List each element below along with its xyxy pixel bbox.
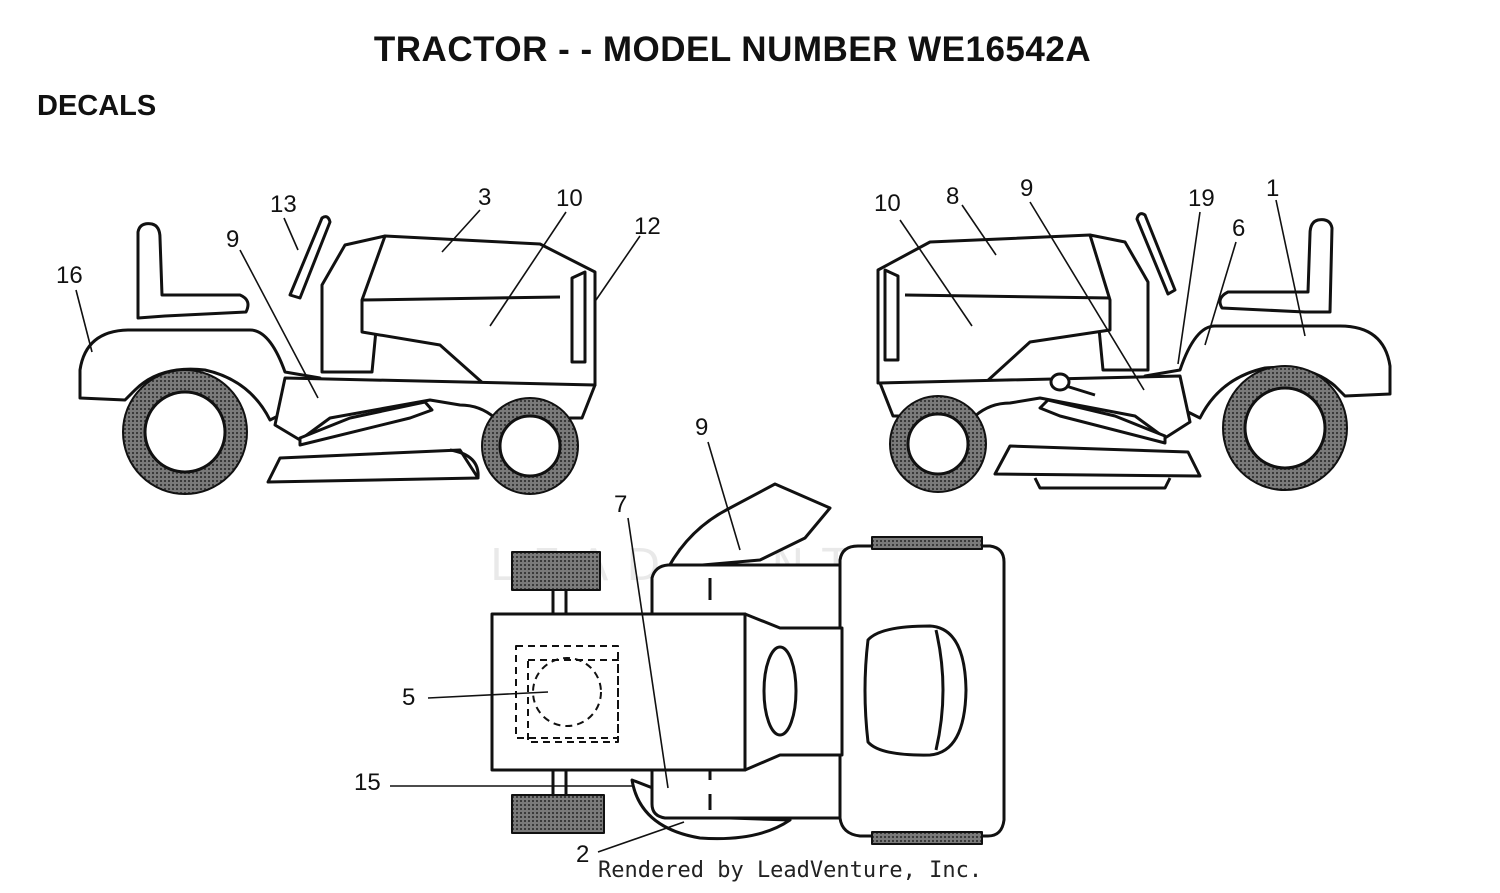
right-leader-lines bbox=[899, 199, 1306, 391]
control-lever bbox=[1065, 384, 1096, 397]
right-rear-tire bbox=[1222, 365, 1348, 491]
footer-credit: Rendered by LeadVenture, Inc. bbox=[598, 858, 983, 883]
callout-2: 2 bbox=[576, 841, 589, 868]
callout-8: 8 bbox=[946, 183, 959, 210]
footrest bbox=[298, 400, 434, 447]
deck-outline bbox=[630, 778, 792, 841]
section-heading: DECALS bbox=[37, 90, 157, 122]
callout-labels: 16 13 9 3 10 12 10 8 9 19 6 1 9 7 5 15 2 bbox=[56, 175, 1279, 868]
tractor-top-view bbox=[490, 482, 1006, 845]
discharge-chute bbox=[666, 482, 832, 570]
hood-oval-inner bbox=[934, 629, 945, 751]
callout-13: 13 bbox=[270, 191, 297, 218]
dash-tower bbox=[1088, 233, 1150, 372]
left-leader-lines bbox=[75, 209, 641, 399]
callout-9-top: 9 bbox=[695, 414, 708, 441]
callout-3: 3 bbox=[478, 184, 491, 211]
hood bbox=[876, 233, 1112, 385]
mower-deck bbox=[266, 448, 480, 484]
callout-9-right: 9 bbox=[1020, 175, 1033, 202]
callout-7: 7 bbox=[614, 491, 627, 518]
callout-15: 15 bbox=[354, 769, 381, 796]
left-rear-tire bbox=[122, 369, 248, 495]
callout-16: 16 bbox=[56, 262, 83, 289]
top-right-tire bbox=[511, 794, 605, 834]
steering-wheel bbox=[288, 215, 332, 300]
seat bbox=[136, 222, 250, 320]
seat-outline-dashed-2 bbox=[527, 659, 619, 743]
deck-chute bbox=[449, 448, 480, 479]
page-title: TRACTOR - - MODEL NUMBER WE16542A bbox=[373, 30, 1092, 69]
top-leader-lines bbox=[390, 441, 741, 853]
control-knob bbox=[1049, 372, 1071, 392]
steering-wheel bbox=[1135, 212, 1177, 296]
left-front-tire bbox=[481, 397, 579, 495]
tractor-left-side-view bbox=[78, 215, 597, 484]
hood bbox=[360, 234, 597, 387]
callout-1: 1 bbox=[1266, 175, 1279, 202]
callout-6: 6 bbox=[1232, 215, 1245, 242]
callout-5: 5 bbox=[402, 684, 415, 711]
callout-9-left: 9 bbox=[226, 226, 239, 253]
footrest bbox=[1038, 398, 1167, 445]
front-tire-top bbox=[871, 536, 983, 550]
callout-19: 19 bbox=[1188, 185, 1215, 212]
fuel-cap-dashed bbox=[532, 657, 602, 727]
mower-deck bbox=[993, 444, 1202, 478]
front-grille bbox=[883, 268, 900, 362]
seat bbox=[1218, 218, 1334, 314]
front-tire-bottom bbox=[871, 831, 983, 845]
right-front-tire bbox=[889, 395, 987, 493]
front-grille bbox=[570, 270, 587, 364]
callout-10-left: 10 bbox=[556, 185, 583, 212]
callout-10-right: 10 bbox=[874, 190, 901, 217]
callout-12: 12 bbox=[634, 213, 661, 240]
hood-oval bbox=[863, 624, 968, 757]
dash-tower bbox=[320, 234, 387, 374]
top-left-tire bbox=[511, 551, 601, 591]
steering-hub bbox=[762, 645, 798, 737]
hood-line bbox=[361, 295, 561, 302]
hood-line bbox=[904, 293, 1111, 300]
deck-skirt bbox=[1033, 477, 1172, 490]
